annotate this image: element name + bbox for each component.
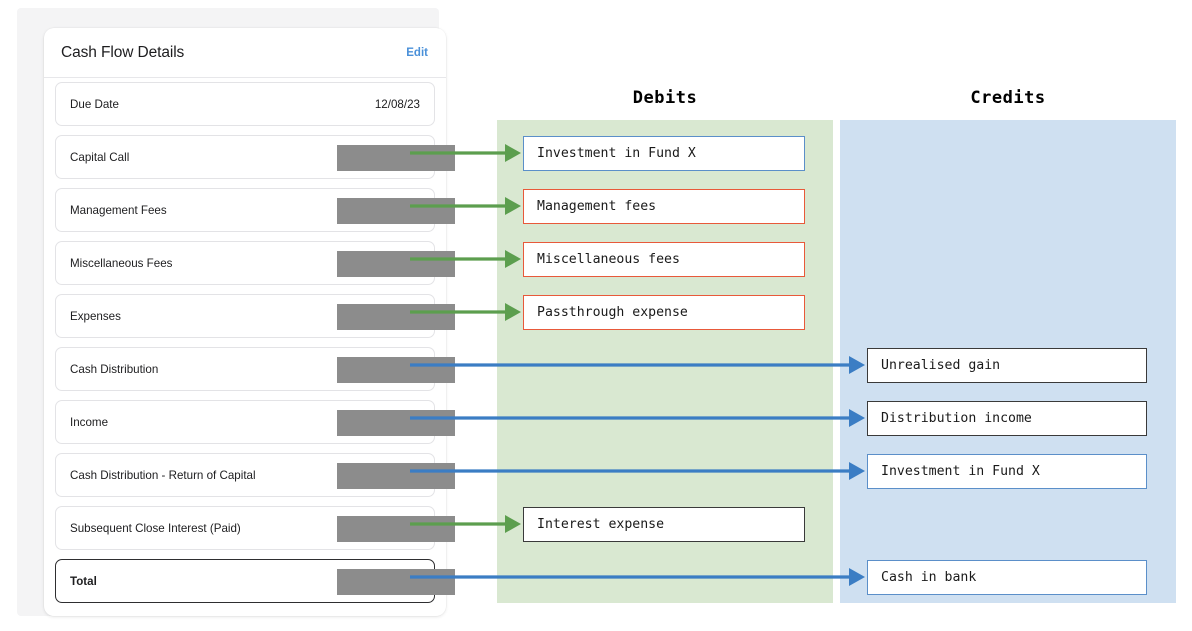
- account-box[interactable]: Investment in Fund X: [523, 135, 805, 171]
- account-box[interactable]: Management fees: [523, 188, 805, 224]
- row-label: Miscellaneous Fees: [70, 256, 173, 270]
- account-box[interactable]: Cash in bank: [867, 559, 1147, 595]
- edit-button[interactable]: Edit: [406, 46, 428, 59]
- table-row[interactable]: Income: [55, 400, 455, 444]
- table-row[interactable]: Subsequent Close Interest (Paid): [55, 506, 455, 550]
- account-box[interactable]: Unrealised gain: [867, 347, 1147, 383]
- account-box[interactable]: Distribution income: [867, 400, 1147, 436]
- masked-amount-field[interactable]: [337, 357, 455, 383]
- account-box[interactable]: Investment in Fund X: [867, 453, 1147, 489]
- masked-amount-field[interactable]: [337, 198, 455, 224]
- masked-amount-field[interactable]: [337, 145, 455, 171]
- table-row[interactable]: Management Fees: [55, 188, 455, 232]
- table-row[interactable]: Cash Distribution - Return of Capital: [55, 453, 455, 497]
- row-label: Subsequent Close Interest (Paid): [70, 521, 241, 535]
- row-label: Cash Distribution - Return of Capital: [70, 468, 256, 482]
- row-label: Capital Call: [70, 150, 130, 164]
- account-box[interactable]: Passthrough expense: [523, 294, 805, 330]
- table-row[interactable]: Expenses: [55, 294, 455, 338]
- row-label: Management Fees: [70, 203, 167, 217]
- table-row[interactable]: Miscellaneous Fees: [55, 241, 455, 285]
- row-label: Due Date: [70, 97, 119, 111]
- page-title: Cash Flow Details: [61, 43, 185, 61]
- card-header: Cash Flow Details Edit: [44, 28, 446, 78]
- row-label: Income: [70, 415, 109, 429]
- account-box[interactable]: Miscellaneous fees: [523, 241, 805, 277]
- masked-amount-field[interactable]: [337, 463, 455, 489]
- masked-amount-field[interactable]: [337, 251, 455, 277]
- masked-amount-field[interactable]: [337, 516, 455, 542]
- table-row[interactable]: Capital Call: [55, 135, 455, 179]
- row-label: Total: [70, 574, 97, 588]
- table-row[interactable]: Due Date 12/08/23: [55, 82, 435, 126]
- row-label: Cash Distribution: [70, 362, 159, 376]
- masked-amount-field[interactable]: [337, 410, 455, 436]
- masked-amount-field[interactable]: [337, 304, 455, 330]
- table-row[interactable]: Total: [55, 559, 455, 603]
- table-row[interactable]: Cash Distribution: [55, 347, 455, 391]
- debits-column-header: Debits: [632, 88, 698, 108]
- masked-amount-field[interactable]: [337, 569, 455, 595]
- due-date-value: 12/08/23: [374, 97, 420, 111]
- account-box[interactable]: Interest expense: [523, 506, 805, 542]
- row-label: Expenses: [70, 309, 121, 323]
- credits-column-header: Credits: [970, 88, 1046, 108]
